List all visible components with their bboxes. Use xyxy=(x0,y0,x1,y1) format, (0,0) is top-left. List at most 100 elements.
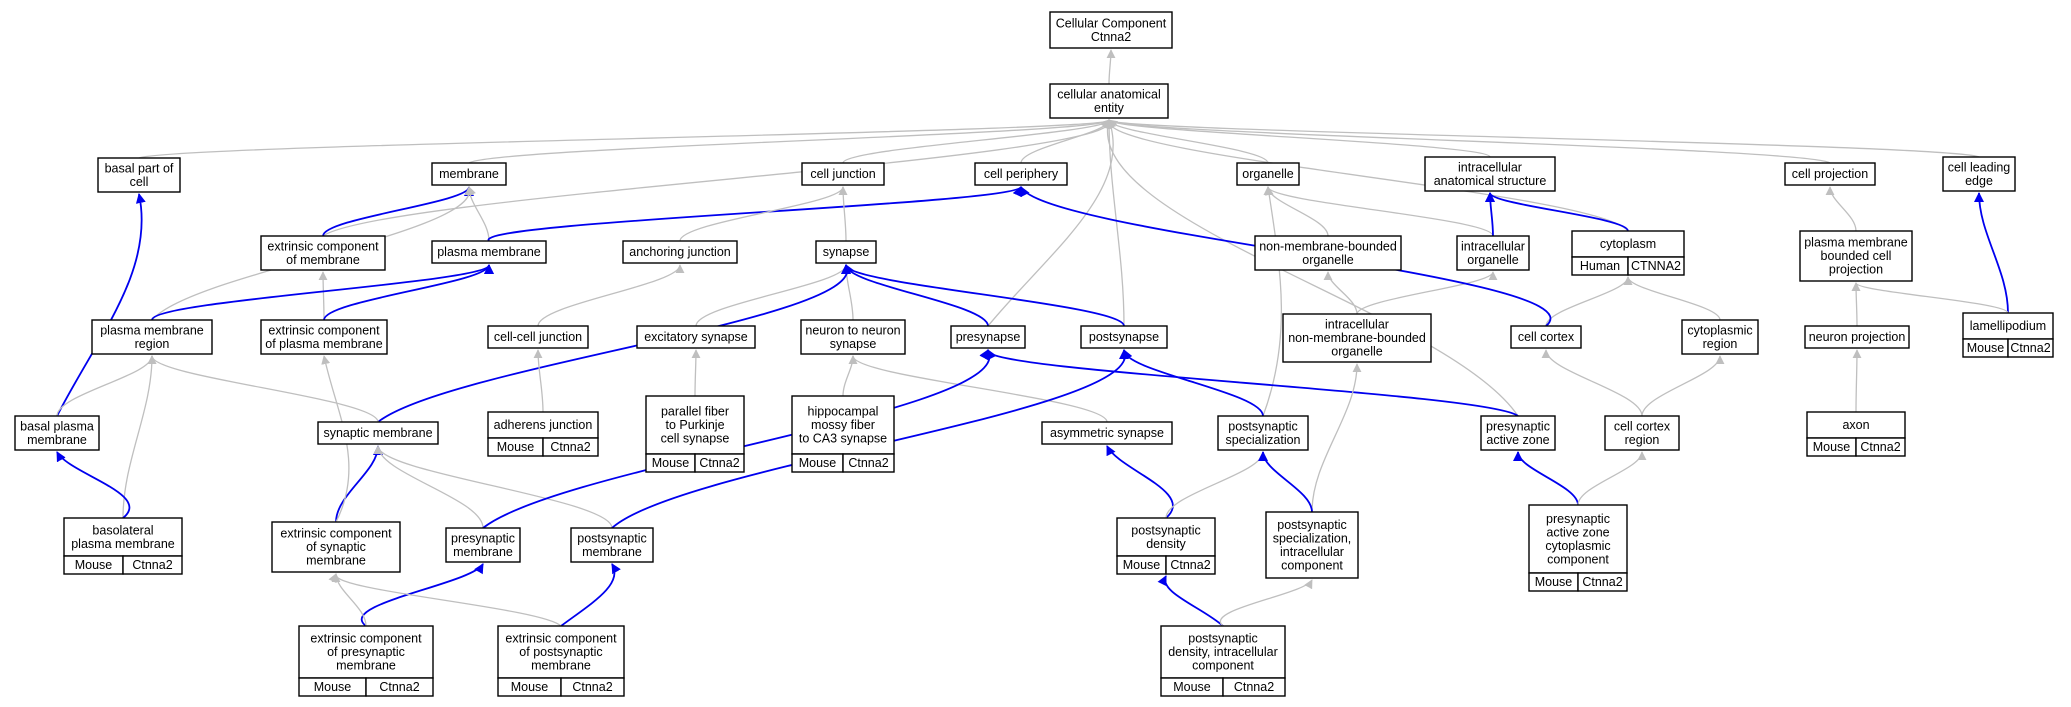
edge-grey xyxy=(373,445,613,529)
node-label-line: asymmetric synapse xyxy=(1050,426,1164,440)
node-label-line: mossy fiber xyxy=(811,418,875,432)
edge-grey xyxy=(537,264,685,327)
badge-label: Human xyxy=(1580,259,1620,273)
species-badge-mouse: Ctnna2 xyxy=(122,555,183,575)
node-box xyxy=(1480,415,1556,451)
node-label-line: excitatory synapse xyxy=(644,330,748,344)
node-label-line: organelle xyxy=(1467,253,1518,267)
node-label-line: extrinsic component xyxy=(267,239,379,253)
node-organelle: organelle xyxy=(1236,162,1300,186)
badge-label: Mouse xyxy=(652,456,690,470)
node-box xyxy=(622,240,738,264)
species-badge-mouse: Mouse xyxy=(487,437,544,457)
node-label-line: hippocampal xyxy=(808,405,879,419)
node-icnmb: intracellularnon-membrane-boundedorganel… xyxy=(1282,313,1432,363)
node-box xyxy=(1236,162,1300,186)
edge-grey xyxy=(842,119,1114,164)
node-label-line: membrane xyxy=(27,433,87,447)
node-label-line: adherens junction xyxy=(494,418,593,432)
node-box xyxy=(1804,325,1910,349)
edge-blue xyxy=(56,451,131,519)
edge-grey xyxy=(1263,186,1494,237)
edge-grey xyxy=(1641,355,1725,417)
node-box xyxy=(1080,325,1168,349)
node-box xyxy=(815,240,877,264)
node-label-line: postsynaptic xyxy=(577,531,646,545)
edge-grey xyxy=(328,573,562,627)
node-label-line: membrane xyxy=(582,545,642,559)
edge-blue xyxy=(488,186,1022,242)
node-label-line: synapse xyxy=(823,245,870,259)
species-badge-mouse: Ctnna2 xyxy=(365,677,434,697)
node-box xyxy=(260,235,386,271)
node-box xyxy=(431,240,547,264)
node-label-line: cytoplasmic xyxy=(1687,323,1752,337)
badge-cell xyxy=(694,453,745,473)
badge-cell xyxy=(365,677,434,697)
edge-blue xyxy=(841,264,989,327)
species-badge-mouse: Mouse xyxy=(497,677,562,697)
node-box xyxy=(1049,83,1169,119)
node-box xyxy=(636,325,756,349)
badge-label: Mouse xyxy=(1123,558,1161,572)
edge-grey xyxy=(1577,451,1647,506)
node-label-line: Ctnna2 xyxy=(1091,30,1131,44)
node-label-line: active zone xyxy=(1486,433,1549,447)
node-box xyxy=(645,395,745,455)
badge-label: Ctnna2 xyxy=(550,440,590,454)
node-box xyxy=(260,319,388,355)
edge-grey xyxy=(842,355,858,397)
edge-blue xyxy=(1157,575,1224,627)
edge-grey xyxy=(1262,186,1283,417)
edge-grey xyxy=(1106,49,1116,85)
edge-blue xyxy=(335,445,383,523)
node-excit: excitatory synapse xyxy=(636,325,756,349)
node-label-line: plasma membrane xyxy=(71,537,175,551)
node-label-line: cell cortex xyxy=(1518,330,1575,344)
edge-grey xyxy=(695,264,851,327)
node-label-line: parallel fiber xyxy=(661,405,729,419)
node-box xyxy=(1254,235,1402,271)
species-badge-mouse: Ctnna2 xyxy=(1855,437,1906,457)
node-neuron-proj: neuron projection xyxy=(1804,325,1910,349)
node-box xyxy=(14,415,100,451)
species-badge-mouse: Ctnna2 xyxy=(1577,572,1628,592)
edge-grey xyxy=(838,186,848,242)
edge-grey xyxy=(1851,282,1861,327)
node-box xyxy=(487,325,589,349)
node-box xyxy=(1456,235,1530,271)
node-box xyxy=(1265,511,1359,579)
node-box xyxy=(1041,421,1173,445)
node-box xyxy=(91,319,213,355)
badge-cell xyxy=(1577,572,1628,592)
edge-grey xyxy=(1104,119,1125,327)
species-badge-mouse: Ctnna2 xyxy=(842,453,895,473)
node-label-line: of synaptic xyxy=(306,540,366,554)
node-box xyxy=(1681,319,1759,355)
node-box xyxy=(1942,156,2016,192)
node-box xyxy=(497,625,625,679)
badge-label: Mouse xyxy=(314,680,352,694)
edge-blue xyxy=(56,193,146,417)
species-badge-mouse: Ctnna2 xyxy=(542,437,599,457)
edge-grey xyxy=(848,355,1108,423)
badge-cell xyxy=(1222,677,1286,697)
species-badge-mouse: Ctnna2 xyxy=(2007,338,2054,358)
node-label-line: extrinsic component xyxy=(505,632,617,646)
edge-grey xyxy=(1851,282,2009,314)
edge-grey xyxy=(1541,349,1643,417)
node-membrane: membrane xyxy=(431,162,507,186)
node-box xyxy=(1116,517,1216,557)
badge-cell xyxy=(1627,256,1685,276)
node-label-line: anatomical structure xyxy=(1434,174,1547,188)
